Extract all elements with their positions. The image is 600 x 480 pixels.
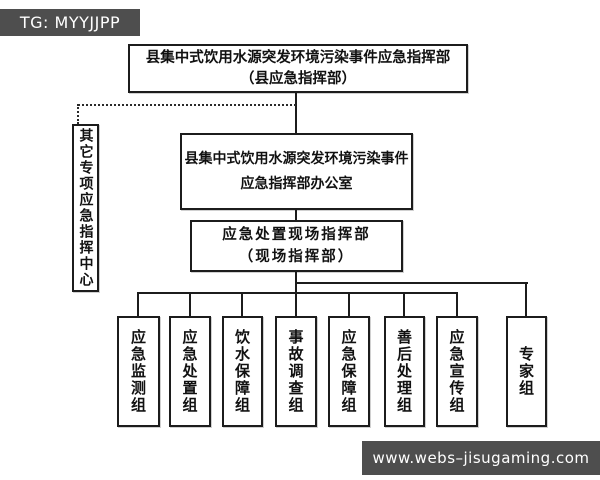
group-label: 应急监测组 bbox=[129, 329, 147, 414]
connector-drop-group-7 bbox=[456, 292, 458, 316]
group-label: 善后处理组 bbox=[395, 329, 413, 414]
node-other-center-label: 其它专项应急指挥中心 bbox=[77, 128, 94, 288]
connector-drop-group-1 bbox=[137, 292, 139, 316]
connector-branch-lower bbox=[137, 292, 458, 294]
node-county-hq-subtitle: （县应急指挥部） bbox=[240, 70, 356, 87]
group-label: 专家组 bbox=[517, 346, 535, 397]
node-county-emergency-hq: 县集中式饮用水源突发环境污染事件应急指挥部 （县应急指挥部） bbox=[128, 44, 468, 93]
telegram-watermark-badge: TG: MYYJJPP bbox=[0, 9, 140, 36]
group-label: 应急宣传组 bbox=[447, 329, 466, 414]
dotted-connector-vertical bbox=[77, 104, 79, 124]
group-label: 应急保障组 bbox=[339, 329, 358, 414]
dotted-connector-horizontal bbox=[78, 104, 296, 106]
group-label: 应急处置组 bbox=[180, 329, 199, 414]
node-group-experts: 专家组 bbox=[506, 316, 547, 427]
node-group-monitoring: 应急监测组 bbox=[117, 316, 160, 427]
connector-drop-group-6 bbox=[403, 292, 405, 316]
connector-drop-expert-group bbox=[525, 282, 527, 316]
node-field-command: 应急处置现场指挥部 （现场指挥部） bbox=[190, 220, 403, 272]
node-group-accident-investigation: 事故调查组 bbox=[275, 316, 317, 427]
connector-drop-group-5 bbox=[348, 292, 350, 316]
node-group-publicity: 应急宣传组 bbox=[436, 316, 478, 427]
connector-drop-group-3 bbox=[241, 292, 243, 316]
node-group-support: 应急保障组 bbox=[328, 316, 370, 427]
website-watermark-badge: www.webs–jisugaming.com bbox=[362, 441, 600, 475]
node-hq-office: 县集中式饮用水源突发环境污染事件 应急指挥部办公室 bbox=[180, 133, 413, 210]
connector-drop-group-2 bbox=[189, 292, 191, 316]
connector-office-to-field bbox=[295, 210, 297, 220]
node-office-subtitle: 应急指挥部办公室 bbox=[240, 175, 353, 192]
group-label: 饮水保障组 bbox=[233, 329, 251, 414]
node-county-hq-title: 县集中式饮用水源突发环境污染事件应急指挥部 bbox=[145, 49, 451, 66]
node-group-aftermath: 善后处理组 bbox=[384, 316, 425, 427]
connector-county-to-office bbox=[295, 93, 297, 133]
node-field-subtitle: （现场指挥部） bbox=[238, 249, 355, 265]
node-other-special-command-center: 其它专项应急指挥中心 bbox=[72, 124, 99, 292]
group-label: 事故调查组 bbox=[286, 329, 305, 414]
node-group-disposal: 应急处置组 bbox=[169, 316, 211, 427]
node-field-title: 应急处置现场指挥部 bbox=[222, 227, 371, 243]
node-office-title: 县集中式饮用水源突发环境污染事件 bbox=[184, 150, 409, 167]
connector-branch-upper bbox=[295, 282, 528, 284]
connector-field-center-drop bbox=[295, 272, 297, 316]
node-group-water-supply: 饮水保障组 bbox=[222, 316, 263, 427]
